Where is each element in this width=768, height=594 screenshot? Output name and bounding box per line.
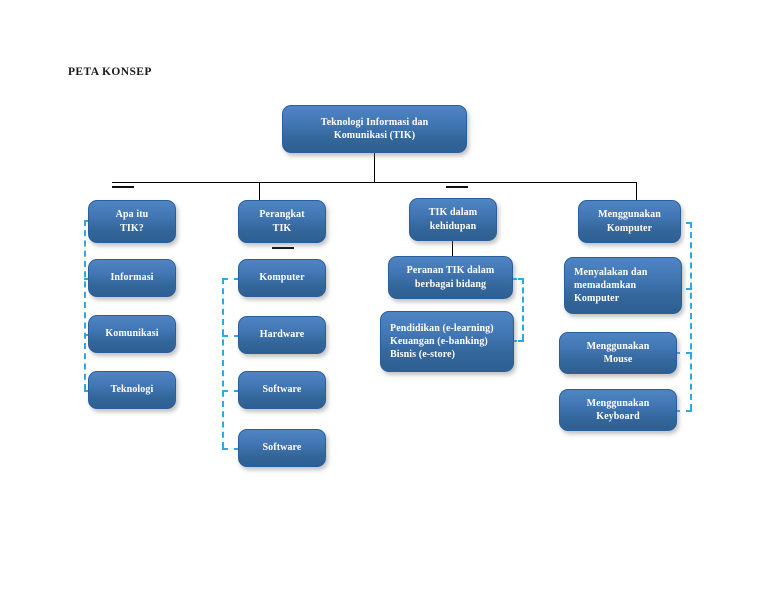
node-software-2[interactable]: Software xyxy=(238,429,326,467)
node-informasi[interactable]: Informasi xyxy=(88,259,176,297)
connector-stub-perangkat-tik xyxy=(272,247,294,249)
node-komputer-text: Komputer xyxy=(259,272,305,284)
node-hardware[interactable]: Hardware xyxy=(238,316,326,354)
connector-root-stem xyxy=(374,152,375,183)
dashed-link-software-2 xyxy=(222,448,240,450)
dashed-link-bidang-list xyxy=(504,340,524,342)
dashed-bracket-branch-4 xyxy=(690,222,692,410)
connector-drop-branch-4 xyxy=(636,182,637,200)
node-komunikasi-text: Komunikasi xyxy=(105,328,159,340)
connector-horizontal-bus xyxy=(112,182,636,183)
node-komputer[interactable]: Komputer xyxy=(238,259,326,297)
connector-stub-branch-3 xyxy=(446,186,468,188)
node-bidang-list-text: Pendidikan (e-learning)Keuangan (e-banki… xyxy=(390,322,494,361)
dashed-bracket-branch-2 xyxy=(222,278,224,448)
connector-tik-kehidupan-to-peranan xyxy=(452,240,453,262)
node-bidang-list[interactable]: Pendidikan (e-learning)Keuangan (e-banki… xyxy=(380,311,514,372)
connector-drop-branch-2 xyxy=(259,182,260,200)
node-software-2-text: Software xyxy=(262,442,302,454)
node-hardware-text: Hardware xyxy=(259,329,305,341)
dashed-link-hardware xyxy=(222,335,240,337)
dashed-link-keyboard xyxy=(674,410,692,412)
connector-stub-branch-1 xyxy=(112,186,134,188)
dashed-link-menggunakan-komputer xyxy=(674,222,692,224)
dashed-link-peranan-tik xyxy=(504,278,524,280)
node-komunikasi[interactable]: Komunikasi xyxy=(88,315,176,353)
dashed-bracket-branch-1 xyxy=(84,220,86,390)
node-software-1[interactable]: Software xyxy=(238,371,326,409)
dashed-link-komputer xyxy=(222,278,240,280)
dashed-link-menyalakan xyxy=(674,288,692,290)
node-teknologi[interactable]: Teknologi xyxy=(88,371,176,409)
dashed-link-software-1 xyxy=(222,390,240,392)
node-informasi-text: Informasi xyxy=(110,272,154,284)
dashed-bracket-branch-3 xyxy=(522,278,524,340)
node-software-1-text: Software xyxy=(262,384,302,396)
node-teknologi-text: Teknologi xyxy=(110,384,154,396)
page-title: PETA KONSEP xyxy=(68,66,152,78)
dashed-link-mouse xyxy=(674,352,692,354)
